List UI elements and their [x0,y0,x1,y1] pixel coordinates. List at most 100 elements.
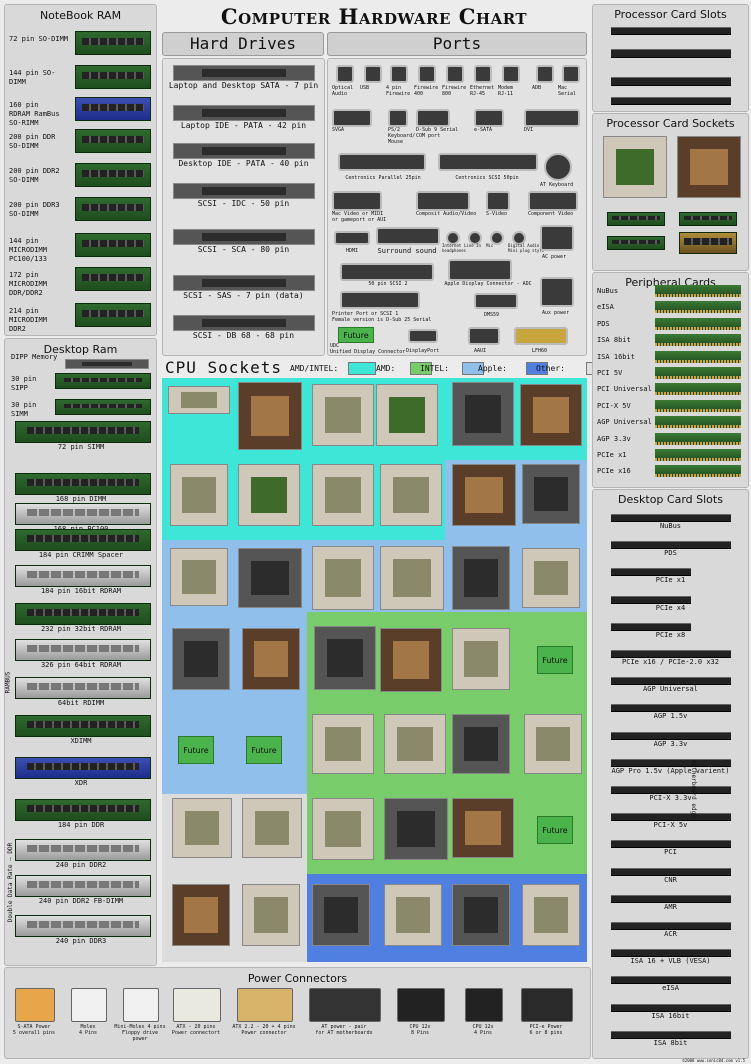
power-connector-label: S-ATA Power 5 overall pins [12,1024,56,1036]
desktop-ram-module [15,875,151,897]
port-label: Aux power [542,310,570,316]
peripheral-card [655,449,741,461]
peripheral-card-label: PCI Universal [597,385,652,394]
audio-jack [468,231,482,245]
legend-swatch [410,362,432,375]
cpu-socket [242,628,300,690]
hard-drive-connector [173,143,315,159]
cpu-socket [312,884,370,946]
hard-drive-connector [173,65,315,81]
desktop-card-slot [611,677,731,686]
peripheral-card-label: PCI 5V [597,369,623,377]
desktop-card-slot-label: ISA 16bit [651,1011,690,1020]
port-icon [502,65,520,83]
pac418-socket [603,136,667,198]
desktop-card-slot [611,1003,731,1012]
port-label: D-Sub 9 Serial COM port [416,127,459,139]
legend-label: Apple: [478,364,507,373]
port-label: Digital Audio Mini plug style [508,243,545,253]
desktop-ram-label: 72 pin SIMM [57,443,105,451]
desktop-card-slot-label: PDS [664,549,677,558]
processor-card-sockets-panel: Processor Card Sockets [592,113,749,271]
port-icon [364,65,382,83]
desktop-card-slot [611,949,731,958]
legend-label: AMD/INTEL: [290,364,339,373]
desktop-card-slot [611,813,731,822]
zone-amd-intel [162,378,587,460]
cpu-socket [242,798,302,858]
port-label: 4 pin Firewire [386,85,411,97]
apple-g4-card [679,232,737,254]
hard-drive-label: Laptop IDE - PATA - 42 pin [180,121,307,130]
mmc2-module [679,212,737,226]
desktop-card-slot [611,758,731,767]
port-icon [416,191,470,211]
notebook-ram-module [75,97,151,121]
notebook-ram-title: NoteBook RAM [39,9,122,22]
desktop-ram-label: 240 pin DDR3 [55,937,107,945]
notebook-ram-module [75,233,151,257]
port-label: PS/2 Keyboard/ Mouse [388,127,416,145]
notebook-ram-label: 200 pin DDR3 SO-DIMM [9,201,60,218]
power-connector-label: PCI-e Power 6 or 8 pins [529,1024,563,1036]
audio-jack [490,231,504,245]
cpu-socket [380,464,442,526]
desktop-ram-label: 184 pin DDR [57,821,105,829]
power-connector-label: CPU 12v 8 Pins [409,1024,431,1036]
cpu-socket [172,628,230,690]
port-label: ADB [532,85,542,91]
dipp-chips [65,359,149,369]
desktop-ram-title: Desktop Ram [43,343,118,356]
peripheral-card-label: AGP Universal [597,418,652,427]
micro-cartridge-module [607,236,665,250]
hard-drives-title: Hard Drives [162,32,324,56]
at-keyboard [544,153,572,181]
mmc1-module [607,212,665,226]
cpu-socket [172,884,230,946]
port-icon [536,65,554,83]
peripheral-card-label: PDS [597,319,610,328]
audio-jack [446,231,460,245]
cpu-socket [312,384,374,446]
port-label: USB [360,85,370,91]
notebook-ram-label: 160 pin RDRAM RamBus SO-RIMM [9,101,60,127]
desktop-card-slot-label: eISA [662,984,679,993]
peripheral-card [655,301,741,314]
port-icon [388,109,408,127]
lfh60-port [514,327,568,345]
cpu-socket [452,628,510,690]
hard-drive-connector [173,275,315,291]
future-port: Future [338,327,374,343]
port-label: HDMI [346,248,359,254]
peripheral-card [655,416,741,429]
port-label: AT Keyboard [540,182,574,188]
desktop-ram-module [15,677,151,699]
notebook-ram-module [75,163,151,187]
desktop-card-slot [611,622,691,631]
port-icon [418,65,436,83]
scsi2-50 [340,263,434,281]
desktop-ram-module [15,839,151,861]
cpu-socket [452,884,510,946]
ports-title: Ports [327,32,587,56]
desktop-card-slot-label: AMR [664,902,677,911]
processor-card-sockets-title: Processor Card Sockets [606,117,735,130]
port-label: SVGA [332,127,345,133]
desktop-card-slot-label: ISA 8bit [653,1038,688,1047]
power-connector [15,988,55,1022]
cpu-socket [312,464,374,526]
desktop-ram-module [55,399,151,415]
ac-power [540,225,574,251]
desktop-ram-label: 168 pin DIMM [55,495,107,503]
port-label: Optical Audio [332,85,354,97]
hard-drive-label: SCSI - IDC - 50 pin [197,199,290,208]
slot-2 [611,77,731,86]
peripheral-card-label: PCIe x16 [597,467,631,476]
power-connector [309,988,381,1022]
power-connector [173,988,221,1022]
power-connector-label: Mini-Molex 4 pins Floppy drive power [114,1024,166,1042]
port-icon [446,65,464,83]
